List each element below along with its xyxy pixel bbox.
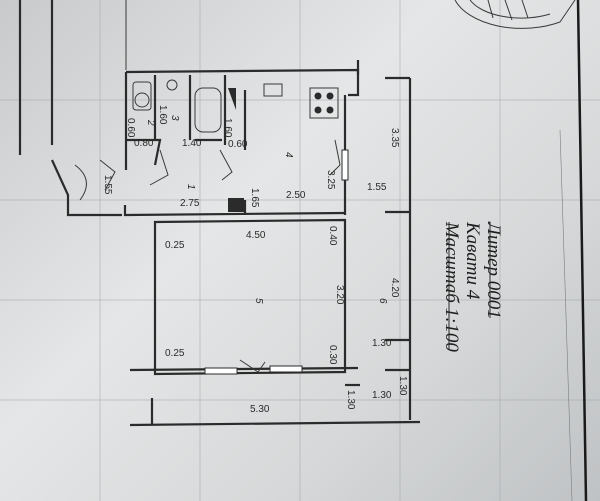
room-label-4: 4 xyxy=(283,152,294,158)
dim-label: 1.65 xyxy=(249,188,260,208)
top-circle-detail xyxy=(454,0,576,29)
dim-label: 1.60 xyxy=(157,105,168,125)
room-label-3: 3 xyxy=(169,115,180,121)
interior-partitions xyxy=(126,75,341,215)
dim-label: 0.25 xyxy=(165,348,185,359)
kitchen-sink-icon xyxy=(263,83,283,97)
dim-label: 3.20 xyxy=(334,285,345,305)
stove-icon xyxy=(309,87,339,119)
dim-label: 1.60 xyxy=(222,118,233,138)
dim-label: 1.30 xyxy=(372,390,392,401)
dim-label: 4.20 xyxy=(389,278,400,298)
dim-label: 0.60 xyxy=(228,139,248,150)
room-label-1: 1 xyxy=(185,184,196,190)
windows xyxy=(204,149,349,375)
dim-label: 2.75 xyxy=(180,198,200,209)
fixtures xyxy=(132,79,339,133)
toilet-icon xyxy=(132,81,152,111)
dim-label: 3.25 xyxy=(325,170,336,190)
dim-label: 1.30 xyxy=(345,390,356,410)
room-label-2: 2 xyxy=(145,119,156,126)
dim-label: 1.55 xyxy=(102,175,113,195)
dim-label: 0.25 xyxy=(165,240,185,251)
dim-label: 0.60 xyxy=(125,118,136,138)
dim-label: 1.30 xyxy=(397,376,408,396)
sheet-border-right xyxy=(576,0,588,501)
room-label-5: 5 xyxy=(253,298,264,304)
room-label-6: 6 xyxy=(377,298,388,304)
corridor-walls xyxy=(18,0,127,217)
dimension-labels: 0.60 0.80 1.60 1.40 1.60 0.60 1.55 2.75 … xyxy=(102,105,408,415)
dim-label: 1.30 xyxy=(372,338,392,349)
title-scale: Масштаб 1:100 xyxy=(441,221,462,352)
dim-label: 4.50 xyxy=(246,230,266,241)
column xyxy=(228,198,244,212)
dim-label: 0.30 xyxy=(327,345,338,365)
room-labels: 1 2 3 4 5 6 xyxy=(145,115,388,304)
dim-label: 5.30 xyxy=(250,404,270,415)
sheet-border-right-inner xyxy=(559,129,573,501)
dim-label: 1.40 xyxy=(182,138,202,149)
title-floor: Кавати 4 xyxy=(462,221,483,300)
dim-label: 3.35 xyxy=(389,128,400,148)
title-block: Литер 0001 Кавати 4 Масштаб 1:100 xyxy=(441,221,504,352)
dim-label: 0.80 xyxy=(134,138,154,149)
dim-label: 0.40 xyxy=(327,226,338,246)
title-liter: Литер 0001 xyxy=(483,221,504,319)
dim-label: 1.55 xyxy=(367,182,387,193)
dim-label: 2.50 xyxy=(286,190,306,201)
apartment-walls xyxy=(123,60,421,427)
bathtub-icon xyxy=(194,87,222,133)
sink-icon xyxy=(166,79,178,91)
